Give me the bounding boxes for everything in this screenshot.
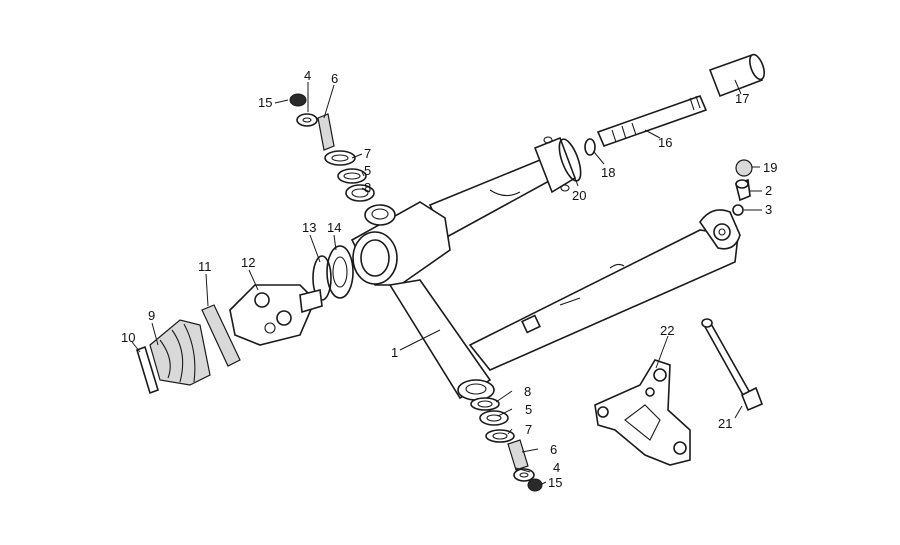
callout-5-bottom: 5 bbox=[525, 402, 532, 417]
callout-22: 22 bbox=[660, 323, 674, 338]
callout-4-bottom: 4 bbox=[553, 460, 560, 475]
cap-19 bbox=[735, 159, 753, 177]
callout-labels: 1 2 3 4 4 5 5 6 6 7 7 8 8 9 10 11 12 13 … bbox=[121, 68, 777, 490]
callout-7-bottom: 7 bbox=[525, 422, 532, 437]
callout-12: 12 bbox=[241, 255, 255, 270]
bearing-14 bbox=[326, 245, 354, 299]
callout-10: 10 bbox=[121, 330, 135, 345]
callout-11: 11 bbox=[198, 259, 212, 274]
drive-shaft-parts bbox=[558, 53, 765, 182]
callout-21: 21 bbox=[718, 416, 732, 431]
clamp-10 bbox=[136, 345, 159, 395]
pin-6-top bbox=[317, 113, 335, 151]
callout-8-top: 8 bbox=[364, 180, 371, 195]
nut-15-bot bbox=[527, 478, 543, 492]
callout-3: 3 bbox=[765, 202, 772, 217]
nut-3 bbox=[732, 204, 744, 216]
bottom-pivot-stack bbox=[470, 397, 543, 492]
pin-6-bot bbox=[507, 439, 529, 471]
callout-15-bottom: 15 bbox=[548, 475, 562, 490]
bearing-5-top bbox=[337, 168, 367, 184]
callout-6-bottom: 6 bbox=[550, 442, 557, 457]
rod-21 bbox=[701, 318, 764, 412]
top-pivot-stack bbox=[289, 93, 375, 202]
bracket-22 bbox=[594, 359, 691, 466]
ring-20 bbox=[558, 138, 582, 182]
seal-8-top bbox=[345, 184, 375, 202]
washer-4-top bbox=[296, 113, 318, 127]
ring-7-bot bbox=[485, 429, 515, 443]
nut-15-top bbox=[289, 93, 307, 107]
boot-9 bbox=[149, 319, 211, 386]
shaft-16 bbox=[596, 94, 708, 148]
universal-joint-parts bbox=[136, 245, 354, 395]
swingarm-part-1 bbox=[350, 136, 741, 401]
ujoint-12 bbox=[229, 284, 316, 346]
callout-2: 2 bbox=[765, 183, 772, 198]
seal-8-bot bbox=[470, 397, 500, 411]
callout-8-bottom: 8 bbox=[524, 384, 531, 399]
gasket-11 bbox=[201, 304, 241, 367]
callout-19: 19 bbox=[763, 160, 777, 175]
callout-15-top: 15 bbox=[258, 95, 272, 110]
callout-20: 20 bbox=[572, 188, 586, 203]
callout-16: 16 bbox=[658, 135, 672, 150]
callout-7-top: 7 bbox=[364, 146, 371, 161]
callout-6-top: 6 bbox=[331, 71, 338, 86]
washer-18 bbox=[584, 138, 596, 156]
axle-hardware bbox=[732, 159, 753, 216]
sleeve-17 bbox=[708, 53, 764, 98]
ring-7-top bbox=[324, 150, 356, 166]
callout-4-top: 4 bbox=[304, 68, 311, 83]
leader-lines bbox=[131, 79, 762, 486]
callout-1: 1 bbox=[391, 345, 398, 360]
callout-17: 17 bbox=[735, 91, 749, 106]
callout-13: 13 bbox=[302, 220, 316, 235]
callout-5-top: 5 bbox=[364, 163, 371, 178]
callout-18: 18 bbox=[601, 165, 615, 180]
callout-9: 9 bbox=[148, 308, 155, 323]
callout-14: 14 bbox=[327, 220, 341, 235]
